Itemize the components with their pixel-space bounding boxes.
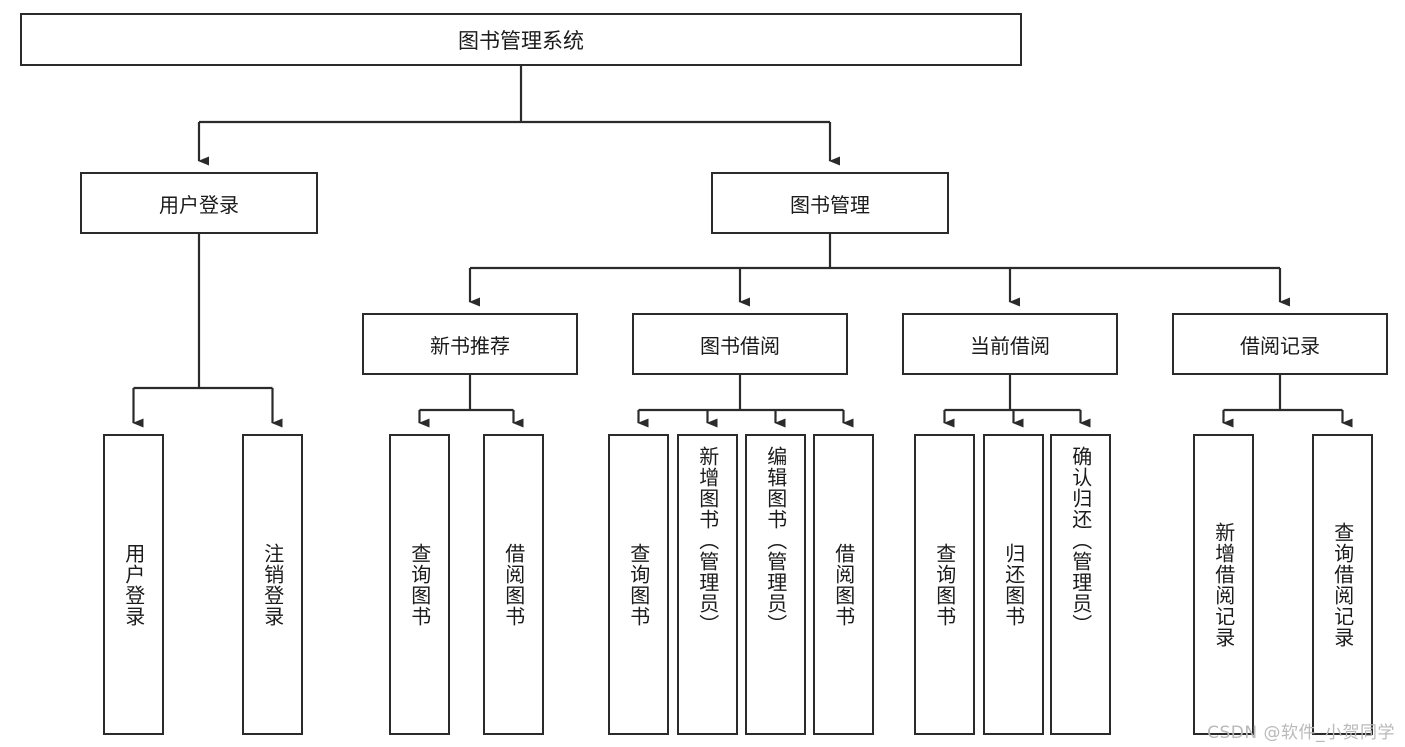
node-label: 新增图书（管理员）: [695, 446, 720, 635]
node-label: 编辑图书（管理员）: [763, 446, 788, 635]
node-label: 图书管理系统: [458, 28, 584, 53]
node-label: 当前借阅: [970, 333, 1050, 358]
node-label: 归还图书: [1001, 542, 1026, 627]
node-leaf-query-book-current[interactable]: 查询图书: [914, 434, 975, 735]
node-leaf-return-book[interactable]: 归还图书: [983, 434, 1044, 735]
node-leaf-edit-book[interactable]: 编辑图书（管理员）: [745, 434, 806, 735]
node-leaf-user-logout[interactable]: 注销登录: [242, 434, 303, 735]
node-leaf-query-book-rec[interactable]: 查询图书: [389, 434, 450, 735]
node-book-manage[interactable]: 图书管理: [711, 172, 949, 234]
node-label: 查询借阅记录: [1330, 521, 1355, 648]
node-book-borrow[interactable]: 图书借阅: [632, 313, 848, 375]
node-label: 借阅图书: [831, 542, 856, 627]
node-leaf-query-borrow-record[interactable]: 查询借阅记录: [1312, 434, 1373, 735]
node-user-login[interactable]: 用户登录: [80, 172, 318, 234]
node-label: 新书推荐: [430, 333, 510, 358]
node-leaf-query-book-borrow[interactable]: 查询图书: [608, 434, 669, 735]
node-label: 用户登录: [121, 542, 146, 627]
node-current-borrow[interactable]: 当前借阅: [902, 313, 1118, 375]
node-label: 确认归还（管理员）: [1068, 446, 1093, 635]
node-leaf-add-book[interactable]: 新增图书（管理员）: [677, 434, 738, 735]
node-leaf-confirm-return[interactable]: 确认归还（管理员）: [1050, 434, 1111, 735]
node-new-book-rec[interactable]: 新书推荐: [362, 313, 578, 375]
node-label: 新增借阅记录: [1211, 521, 1236, 648]
node-borrow-record[interactable]: 借阅记录: [1172, 313, 1388, 375]
node-label: 注销登录: [260, 542, 285, 627]
node-label: 查询图书: [407, 542, 432, 627]
watermark-text: CSDN @软件_小贺同学: [1207, 723, 1395, 743]
node-label: 查询图书: [932, 542, 957, 627]
node-label: 借阅记录: [1240, 333, 1320, 358]
node-leaf-borrow-book-rec[interactable]: 借阅图书: [483, 434, 544, 735]
node-root[interactable]: 图书管理系统: [20, 13, 1022, 66]
node-leaf-user-login[interactable]: 用户登录: [103, 434, 164, 735]
node-label: 用户登录: [159, 192, 239, 217]
node-label: 图书管理: [790, 192, 870, 217]
node-label: 查询图书: [626, 542, 651, 627]
node-leaf-borrow-book[interactable]: 借阅图书: [813, 434, 874, 735]
node-label: 图书借阅: [700, 333, 780, 358]
node-leaf-add-borrow-record[interactable]: 新增借阅记录: [1193, 434, 1254, 735]
node-label: 借阅图书: [501, 542, 526, 627]
